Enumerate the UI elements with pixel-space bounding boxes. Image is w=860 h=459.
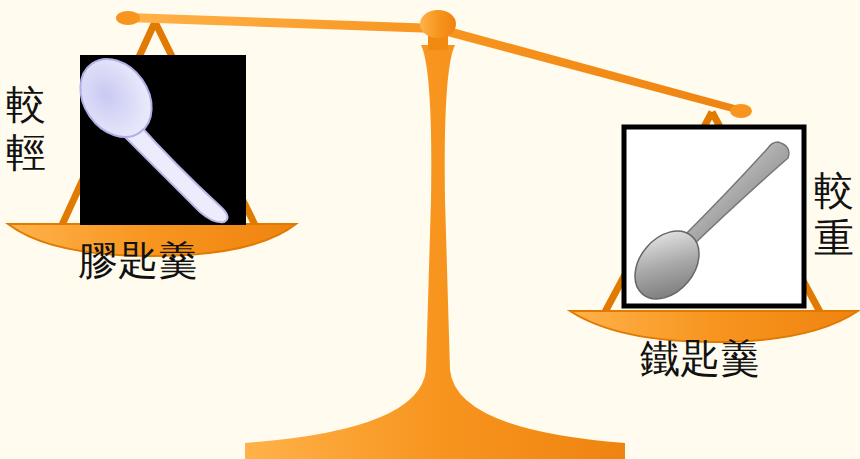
left-hanger	[62, 22, 255, 225]
object-label: 鐵匙羹	[640, 334, 790, 382]
right-hanger	[605, 112, 820, 312]
pivot-knob	[420, 10, 456, 38]
comparison-label: 較重	[814, 166, 858, 262]
scale-stand	[245, 45, 625, 459]
plastic-spoon	[66, 45, 228, 222]
metal-spoon	[622, 142, 789, 311]
beam-end	[730, 104, 752, 118]
beam-end	[116, 11, 140, 25]
object-label: 膠匙羹	[78, 236, 228, 284]
comparison-label: 較輕	[6, 80, 50, 176]
